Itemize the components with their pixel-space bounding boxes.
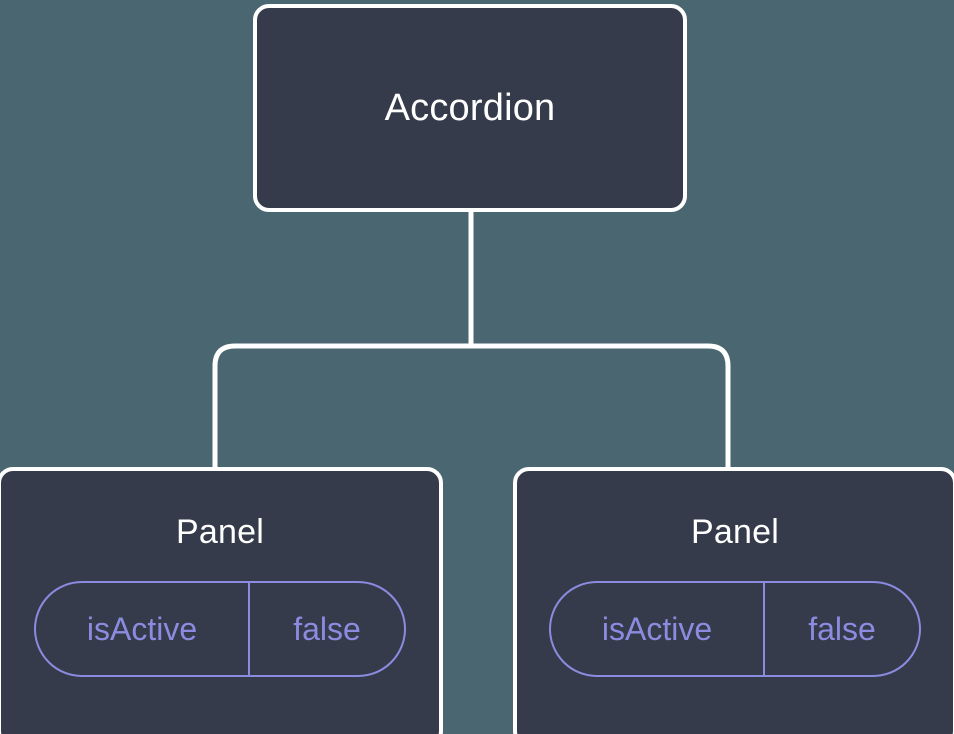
node-panel-left[interactable]: Panel isActive false xyxy=(0,467,443,734)
state-value-label: false xyxy=(293,611,361,647)
node-accordion-title: Accordion xyxy=(384,87,556,129)
edge-to-panel-left xyxy=(212,343,471,470)
node-panel-right[interactable]: Panel isActive false xyxy=(513,467,954,734)
state-pill-panel-right[interactable]: isActive false xyxy=(549,581,921,677)
node-panel-left-title: Panel xyxy=(176,513,264,551)
state-value-label: false xyxy=(808,611,876,647)
node-panel-right-title: Panel xyxy=(691,513,779,551)
state-key-label: isActive xyxy=(551,583,765,675)
node-accordion[interactable]: Accordion xyxy=(253,4,687,212)
state-key-label: isActive xyxy=(36,583,250,675)
edge-to-panel-right xyxy=(471,343,731,470)
state-pill-panel-left[interactable]: isActive false xyxy=(34,581,406,677)
